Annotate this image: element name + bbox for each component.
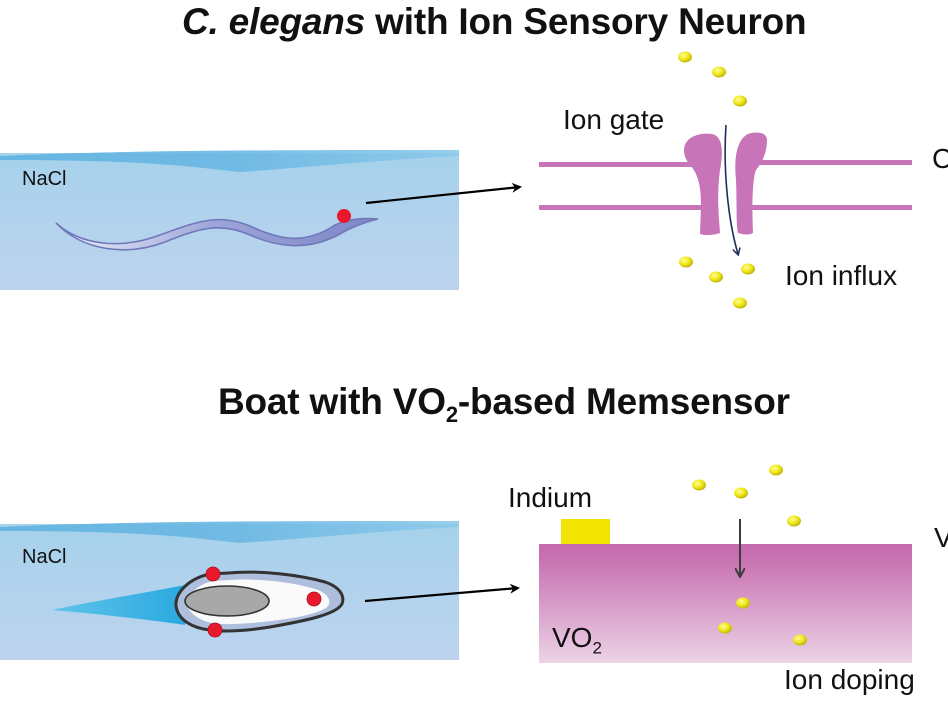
bottom-edge-label: V <box>934 522 948 553</box>
ion <box>793 634 807 646</box>
ion <box>733 95 747 107</box>
water-surface <box>0 150 459 172</box>
sensory-neuron-marker <box>337 209 351 223</box>
ion-flow-arrow-top <box>724 124 738 254</box>
ions-top <box>678 51 755 309</box>
ion <box>733 297 747 309</box>
sensor-marker-bow <box>306 591 322 607</box>
membrane-upper-left <box>539 162 715 167</box>
indium-electrode <box>561 519 610 544</box>
sensor-marker-top <box>205 566 221 582</box>
ion <box>712 66 726 78</box>
ion-doping-label: Ion doping <box>784 664 915 695</box>
title-species: C. elegans <box>182 1 366 42</box>
gate-right-subunit <box>735 132 767 235</box>
indium-label: Indium <box>508 482 593 513</box>
ion <box>736 597 750 609</box>
nacl-label-top: NaCl <box>22 168 67 190</box>
zoom-arrow-top <box>365 182 522 205</box>
boat-wake <box>52 585 185 625</box>
ion <box>734 487 748 499</box>
worm-body <box>55 217 379 251</box>
ion-gate-channel <box>684 132 767 236</box>
vo2-label: VO2 <box>552 622 602 659</box>
cell-membrane <box>539 160 912 210</box>
ion <box>718 622 732 634</box>
title-subscript: 2 <box>445 402 458 427</box>
boat-cabin <box>184 585 270 617</box>
ion <box>769 464 783 476</box>
ion-gate-label: Ion gate <box>563 104 665 135</box>
ion <box>741 263 755 275</box>
boat <box>174 570 345 633</box>
title-pre: Boat with VO <box>218 381 446 422</box>
bottom-panel-title: Boat with VO2-based Memsensor <box>218 380 790 427</box>
title-rest: with Ion Sensory Neuron <box>365 1 807 42</box>
ion <box>709 271 723 283</box>
water-surface <box>0 521 459 543</box>
vo2-label-main: VO <box>552 622 593 653</box>
top-panel-title: C. elegans with Ion Sensory Neuron <box>182 0 807 44</box>
ions-bottom <box>692 464 807 646</box>
sensor-marker-bottom <box>207 622 223 638</box>
membrane-lower-right <box>750 205 912 210</box>
vo2-film <box>539 544 912 663</box>
ion <box>692 479 706 491</box>
ion <box>678 51 692 63</box>
ion <box>679 256 693 268</box>
zoom-arrow-bottom <box>364 583 520 603</box>
vo2-label-sub: 2 <box>592 638 602 658</box>
membrane-upper-right <box>756 160 912 165</box>
title-post: -based Memsensor <box>457 381 790 422</box>
ion <box>787 515 801 527</box>
nacl-label-bottom: NaCl <box>22 546 67 568</box>
top-edge-label: C <box>932 143 948 174</box>
ion-influx-label: Ion influx <box>785 260 898 291</box>
gate-left-subunit <box>684 133 722 236</box>
c-elegans-worm <box>55 217 379 251</box>
membrane-lower-left <box>539 205 715 210</box>
